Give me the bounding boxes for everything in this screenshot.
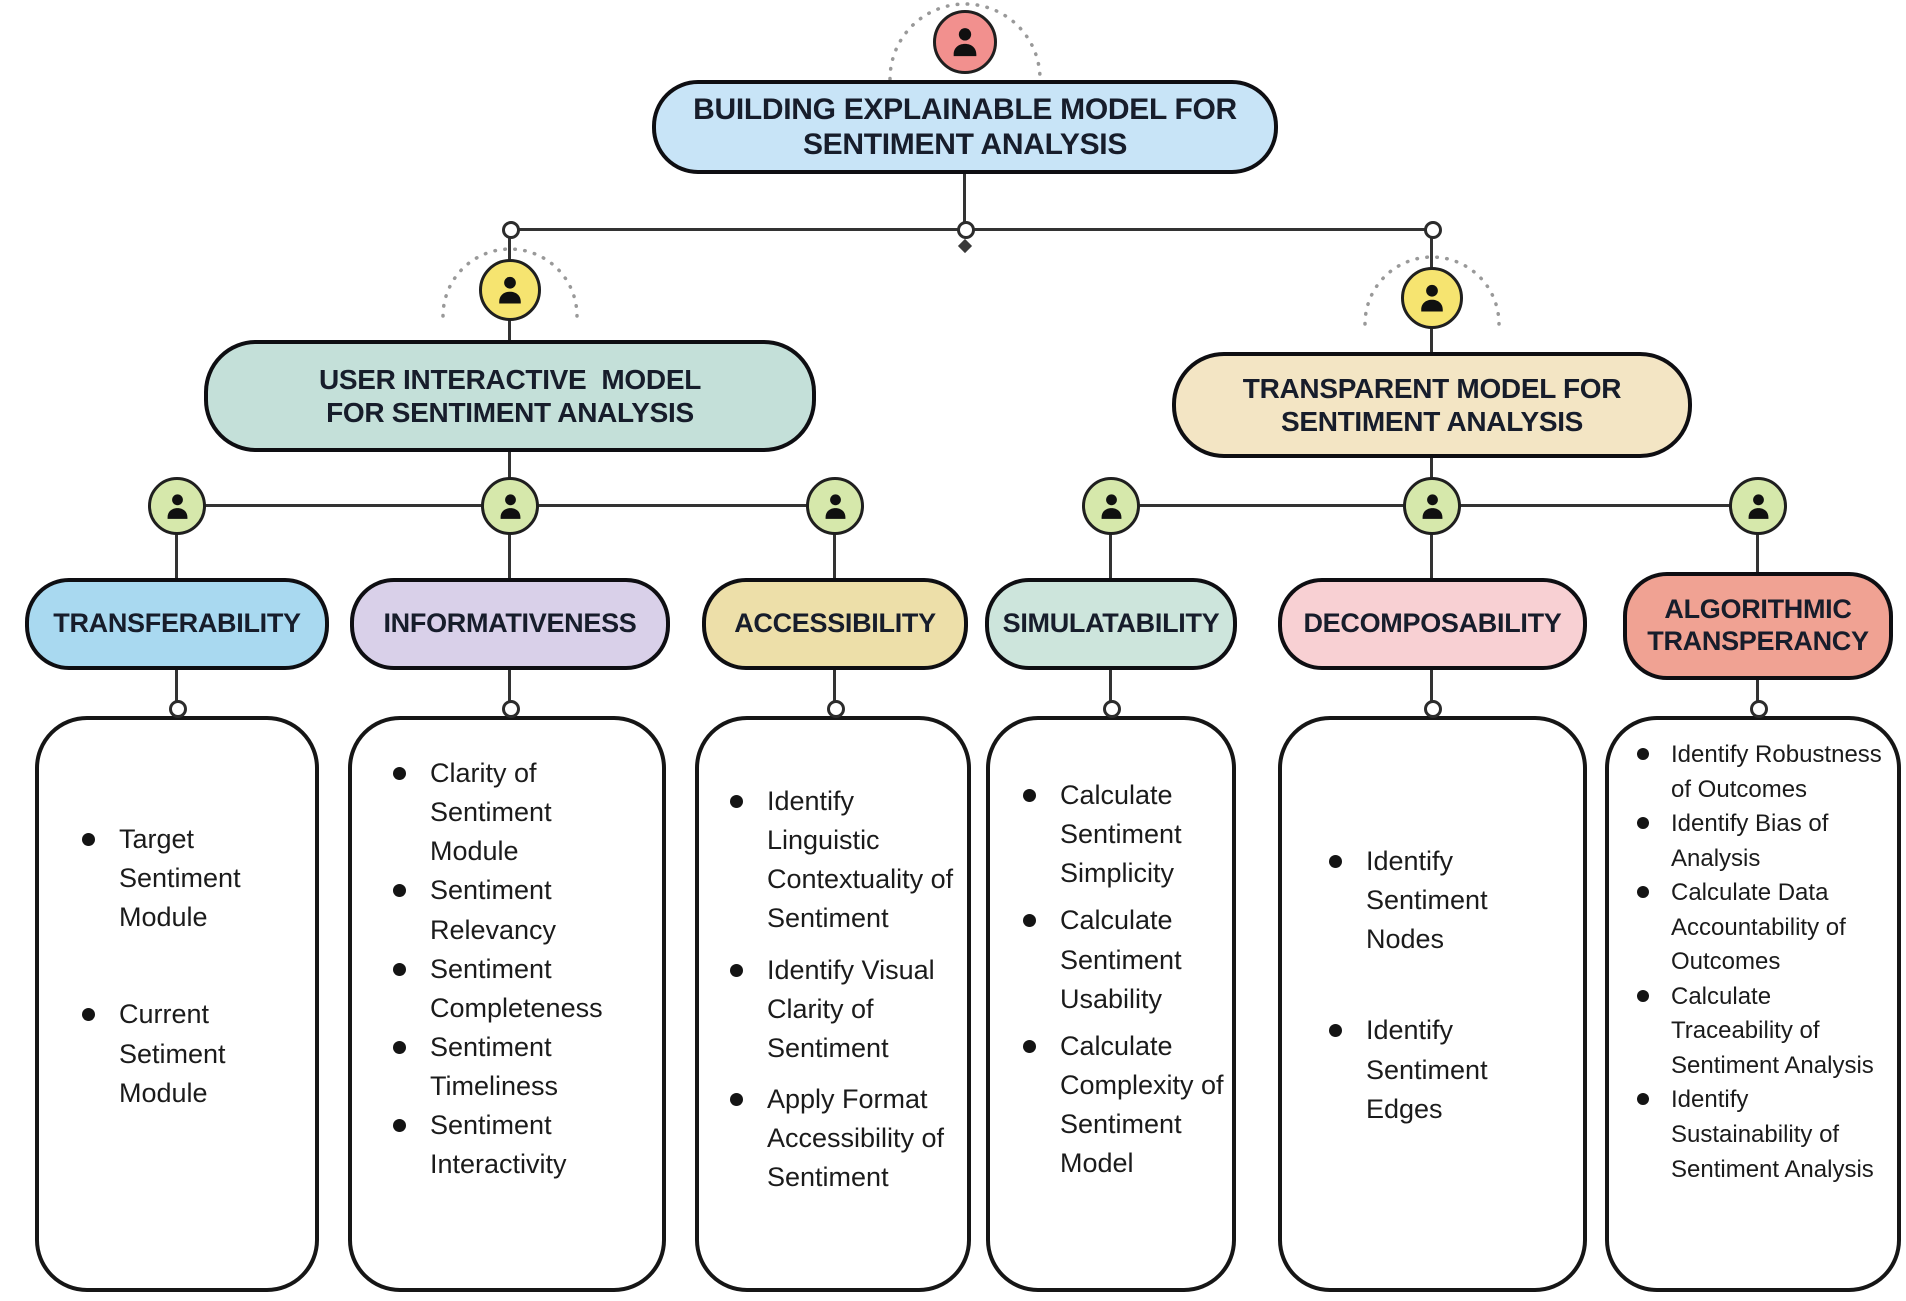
node-label: ACCESSIBILITY (734, 608, 936, 639)
list-item: Sentiment Completeness (393, 950, 605, 1028)
node-label-line: SENTIMENT ANALYSIS (1280, 406, 1584, 437)
dotted-arc (888, 2, 1042, 81)
list-box-accessibility: Identify Linguistic Contextuality of Sen… (695, 716, 971, 1292)
list-box-transferability: Target Sentiment Module Current Setiment… (35, 716, 319, 1292)
connector-right-icon-to-pill (1430, 327, 1433, 355)
connector-pill-box-c4 (1430, 668, 1433, 706)
person-icon (1403, 477, 1461, 535)
list-item: Identify Linguistic Contextuality of Sen… (730, 782, 962, 939)
connector-right-junction-to-icon (1430, 237, 1433, 269)
list-item: Calculate Sentiment Usability (1023, 901, 1225, 1018)
node-transferability: TRANSFERABILITY (25, 578, 329, 670)
junction-circle (1424, 700, 1442, 718)
list-box-simulatability: Calculate Sentiment Simplicity Calculate… (986, 716, 1236, 1292)
list-item: Sentiment Interactivity (393, 1106, 605, 1184)
connector-icon-pill-c2 (833, 531, 836, 579)
list-item: Identify Sentiment Edges (1329, 1011, 1516, 1128)
connector-icon-pill-c4 (1430, 531, 1433, 579)
node-label: SIMULATABILITY (1002, 608, 1220, 639)
connector-icon-pill-c5 (1756, 531, 1759, 573)
node-label-line: USER INTERACTIVE MODEL (318, 363, 701, 395)
node-label: DECOMPOSABILITY (1303, 608, 1562, 639)
person-icon (1401, 267, 1463, 329)
dotted-arc (1363, 255, 1501, 326)
junction-diamond (957, 238, 973, 254)
node-label: TRANSFERABILITY (53, 608, 301, 639)
bullet-list: Calculate Sentiment Simplicity Calculate… (990, 720, 1232, 1183)
node-transparent-model: TRANSPARENT MODEL FOR SENTIMENT ANALYSIS (1172, 352, 1692, 458)
connector-pill-box-c1 (508, 668, 511, 706)
list-item: Clarity of Sentiment Module (393, 754, 605, 871)
node-label-line: TRANSPARENT MODEL FOR (1242, 372, 1622, 404)
connector-pill-box-c0 (175, 668, 178, 706)
connector-icon-pill-c1 (508, 531, 511, 579)
connector-icon-pill-c0 (175, 531, 178, 579)
node-accessibility: ACCESSIBILITY (702, 578, 968, 670)
node-decomposability: DECOMPOSABILITY (1278, 578, 1587, 670)
list-item: Calculate Sentiment Simplicity (1023, 776, 1225, 893)
connector-icon-pill-c3 (1109, 531, 1112, 579)
connector-pill-box-c5 (1756, 678, 1759, 706)
list-item: Sentiment Timeliness (393, 1028, 605, 1106)
node-user-interactive-model: USER INTERACTIVE MODEL FOR SENTIMENT ANA… (204, 340, 816, 452)
connector-left-junction-to-icon (508, 237, 511, 262)
person-icon (148, 477, 206, 535)
list-item: Identify Bias of Analysis (1637, 807, 1886, 876)
bullet-list: Identify Linguistic Contextuality of Sen… (699, 720, 967, 1197)
list-item: Calculate Data Accountability of Outcome… (1637, 876, 1886, 980)
list-item: Identify Visual Clarity of Sentiment (730, 951, 962, 1068)
list-box-decomposability: Identify Sentiment Nodes Identify Sentim… (1278, 716, 1587, 1292)
person-icon (1729, 477, 1787, 535)
list-box-algorithmic-transperancy: Identify Robustness of Outcomes Identify… (1605, 716, 1901, 1292)
bullet-list: Identify Robustness of Outcomes Identify… (1609, 720, 1897, 1187)
list-item: Identify Sentiment Nodes (1329, 842, 1516, 959)
person-icon (1082, 477, 1140, 535)
person-icon (806, 477, 864, 535)
dotted-arc (441, 247, 579, 318)
list-item: Target Sentiment Module (82, 820, 257, 937)
bullet-list: Clarity of Sentiment Module Sentiment Re… (352, 720, 662, 1185)
node-label: ALGORITHMIC TRANSPERANCY (1647, 594, 1869, 656)
list-item: Current Setiment Module (82, 995, 257, 1112)
list-item: Identify Sustainability of Sentiment Ana… (1637, 1083, 1886, 1187)
list-box-informativeness: Clarity of Sentiment Module Sentiment Re… (348, 716, 666, 1292)
person-icon (479, 259, 541, 321)
node-label-line: FOR SENTIMENT ANALYSIS (326, 397, 694, 428)
node-simulatability: SIMULATABILITY (985, 578, 1237, 670)
junction-circle (1424, 221, 1442, 239)
connector-left-icon-to-pill (508, 317, 511, 343)
node-label: INFORMATIVENESS (383, 608, 637, 639)
list-item: Calculate Traceability of Sentiment Anal… (1637, 980, 1886, 1084)
node-algorithmic-transperancy: ALGORITHMIC TRANSPERANCY (1623, 572, 1893, 680)
junction-circle (1750, 700, 1768, 718)
junction-circle (957, 221, 975, 239)
bullet-list: Target Sentiment Module Current Setiment… (39, 720, 315, 1113)
node-label-line: BUILDING EXPLAINABLE MODEL FOR (693, 92, 1237, 126)
connector-pill-box-c2 (833, 668, 836, 706)
node-root: BUILDING EXPLAINABLE MODEL FOR SENTIMENT… (652, 80, 1278, 174)
connector-pill-box-c3 (1109, 668, 1112, 706)
list-item: Sentiment Relevancy (393, 871, 605, 949)
junction-circle (1103, 700, 1121, 718)
person-icon (481, 477, 539, 535)
node-label-line: SENTIMENT ANALYSIS (802, 128, 1128, 161)
junction-circle (502, 221, 520, 239)
junction-circle (169, 700, 187, 718)
junction-circle (502, 700, 520, 718)
list-item: Apply Format Accessibility of Sentiment (730, 1080, 962, 1197)
junction-circle (827, 700, 845, 718)
list-item: Calculate Complexity of Sentiment Model (1023, 1027, 1225, 1184)
node-informativeness: INFORMATIVENESS (350, 578, 670, 670)
connector-root-vertical (963, 172, 966, 230)
bullet-list: Identify Sentiment Nodes Identify Sentim… (1282, 720, 1583, 1129)
list-item: Identify Robustness of Outcomes (1637, 738, 1886, 807)
person-icon (933, 10, 997, 74)
